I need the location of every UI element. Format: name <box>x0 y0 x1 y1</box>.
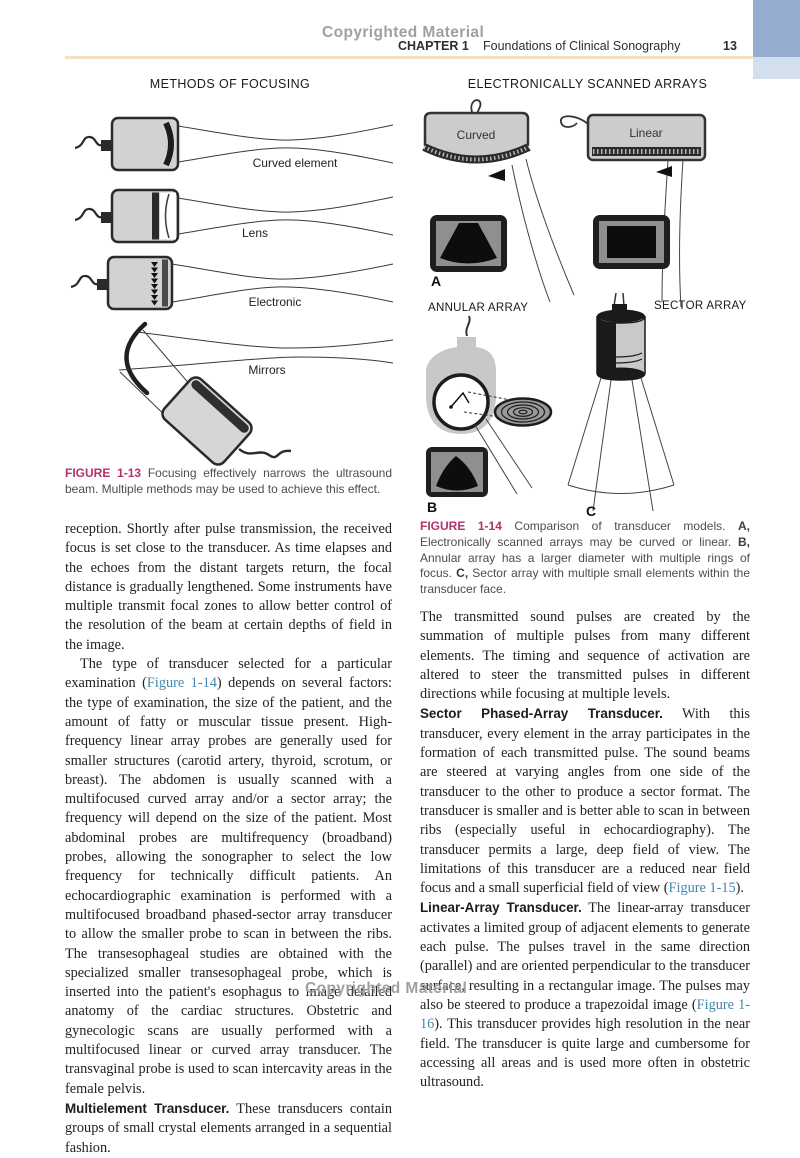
curved-array-transducer: Curved <box>422 99 575 303</box>
figure-1-14-title: ELECTRONICALLY SCANNED ARRAYS <box>467 77 708 91</box>
text-run: ) depends on several factors: the type o… <box>65 675 392 1097</box>
sector-array-label: SECTOR ARRAY <box>654 300 747 312</box>
watermark-top: Copyrighted Material <box>322 24 485 41</box>
text-run: ). <box>735 880 744 897</box>
text-run: reception. Shortly after pulse transmiss… <box>65 521 392 653</box>
scan-direction-arrow <box>488 169 505 181</box>
annular-image-screen <box>426 447 488 497</box>
electronic-label: Electronic <box>249 295 302 309</box>
annular-array-label: ANNULAR ARRAY <box>428 302 528 314</box>
figure-1-13-diagram: Curved element Lens Electronic <box>70 116 394 466</box>
mirrors-label: Mirrors <box>248 363 285 377</box>
linear-array-transducer: Linear <box>560 113 707 308</box>
body-paragraph: The transmitted sound pulses are created… <box>420 608 750 704</box>
electronic-probe-drawing: Electronic <box>70 255 394 311</box>
caption-panel-ref: C, <box>456 566 469 581</box>
linear-transducer-label: Linear <box>629 126 662 140</box>
tilted-transducer <box>161 376 253 466</box>
corner-band-light <box>753 57 800 79</box>
chapter-label: CHAPTER 1 <box>398 39 469 53</box>
page-number: 13 <box>723 39 737 53</box>
book-page: { "watermark": { "top": "Copyrighted Mat… <box>65 0 800 1156</box>
curved-element-probe-drawing: Curved element <box>74 116 394 172</box>
text-run: With this transducer, every element in t… <box>420 706 750 897</box>
lens-label: Lens <box>242 226 268 240</box>
caption-panel-ref: A, <box>738 519 750 533</box>
text-run: Electronically scanned arrays may be cur… <box>420 534 738 549</box>
figure-1-14-caption: FIGURE 1-14 Comparison of transducer mod… <box>420 519 750 598</box>
text-run: The type of transducer selected for a pa… <box>65 656 392 692</box>
scan-direction-arrow <box>656 166 672 177</box>
curved-element-label: Curved element <box>253 156 338 170</box>
figure-crossref-link[interactable]: Figure 1-14 <box>146 675 217 692</box>
figure-1-13-title: METHODS OF FOCUSING <box>149 77 311 91</box>
figure-caption-label: FIGURE 1-14 <box>420 519 502 533</box>
body-paragraph: Multielement Transducer. These transduce… <box>65 1099 392 1158</box>
figure-1-14-diagram: Curved Linear A ANNULAR ARRAY <box>422 99 747 519</box>
sector-array-probe <box>567 292 675 512</box>
body-paragraph: Linear-Array Transducer. The linear-arra… <box>420 898 750 1092</box>
curved-transducer-label: Curved <box>457 128 496 142</box>
watermark-bottom: Copyrighted Material <box>305 980 468 997</box>
header-rule <box>65 56 753 59</box>
linear-image-screen <box>593 215 670 269</box>
text-run: Annular array has a larger diameter with… <box>420 550 750 581</box>
annular-array-probe <box>426 315 553 495</box>
text-run: Comparison of transducer models. <box>501 519 738 533</box>
text-run: Focusing effectively narrows the ultraso… <box>65 466 392 496</box>
corner-band-dark <box>753 0 800 57</box>
text-run: The transmitted sound pulses are created… <box>420 609 750 703</box>
curved-image-screen <box>430 215 507 272</box>
figure-1-13-caption: FIGURE 1-13 Focusing effectively narrows… <box>65 466 392 498</box>
annular-rings-disk <box>493 397 553 427</box>
panel-letter-c: C <box>586 503 596 519</box>
caption-panel-ref: B, <box>738 534 750 549</box>
left-text-column: reception. Shortly after pulse transmiss… <box>65 520 392 1158</box>
runin-heading: Sector Phased-Array Transducer. <box>420 706 663 722</box>
chapter-title: Foundations of Clinical Sonography <box>483 39 681 53</box>
figure-caption-label: FIGURE 1-13 <box>65 466 142 480</box>
body-paragraph: reception. Shortly after pulse transmiss… <box>65 520 392 655</box>
sector-beam <box>567 377 675 512</box>
right-text-column: The transmitted sound pulses are created… <box>420 608 750 1092</box>
body-paragraph: Sector Phased-Array Transducer. With thi… <box>420 704 750 898</box>
panel-letter-b: B <box>427 499 437 515</box>
figure-crossref-link[interactable]: Figure 1-15 <box>668 880 736 897</box>
lens-probe-drawing: Lens <box>74 188 394 244</box>
runin-heading: Multielement Transducer. <box>65 1100 230 1116</box>
runin-heading: Linear-Array Transducer. <box>420 900 582 916</box>
electronic-elements-arrows <box>151 262 158 306</box>
mirrors-drawing: Mirrors <box>118 321 394 466</box>
panel-letter-a: A <box>431 273 441 289</box>
text-run: The linear-array transducer activates a … <box>420 900 750 1013</box>
text-run: Sector array with multiple small element… <box>420 566 750 597</box>
text-run: ). This transducer provides high resolut… <box>420 1016 750 1091</box>
body-paragraph: The type of transducer selected for a pa… <box>65 655 392 1099</box>
